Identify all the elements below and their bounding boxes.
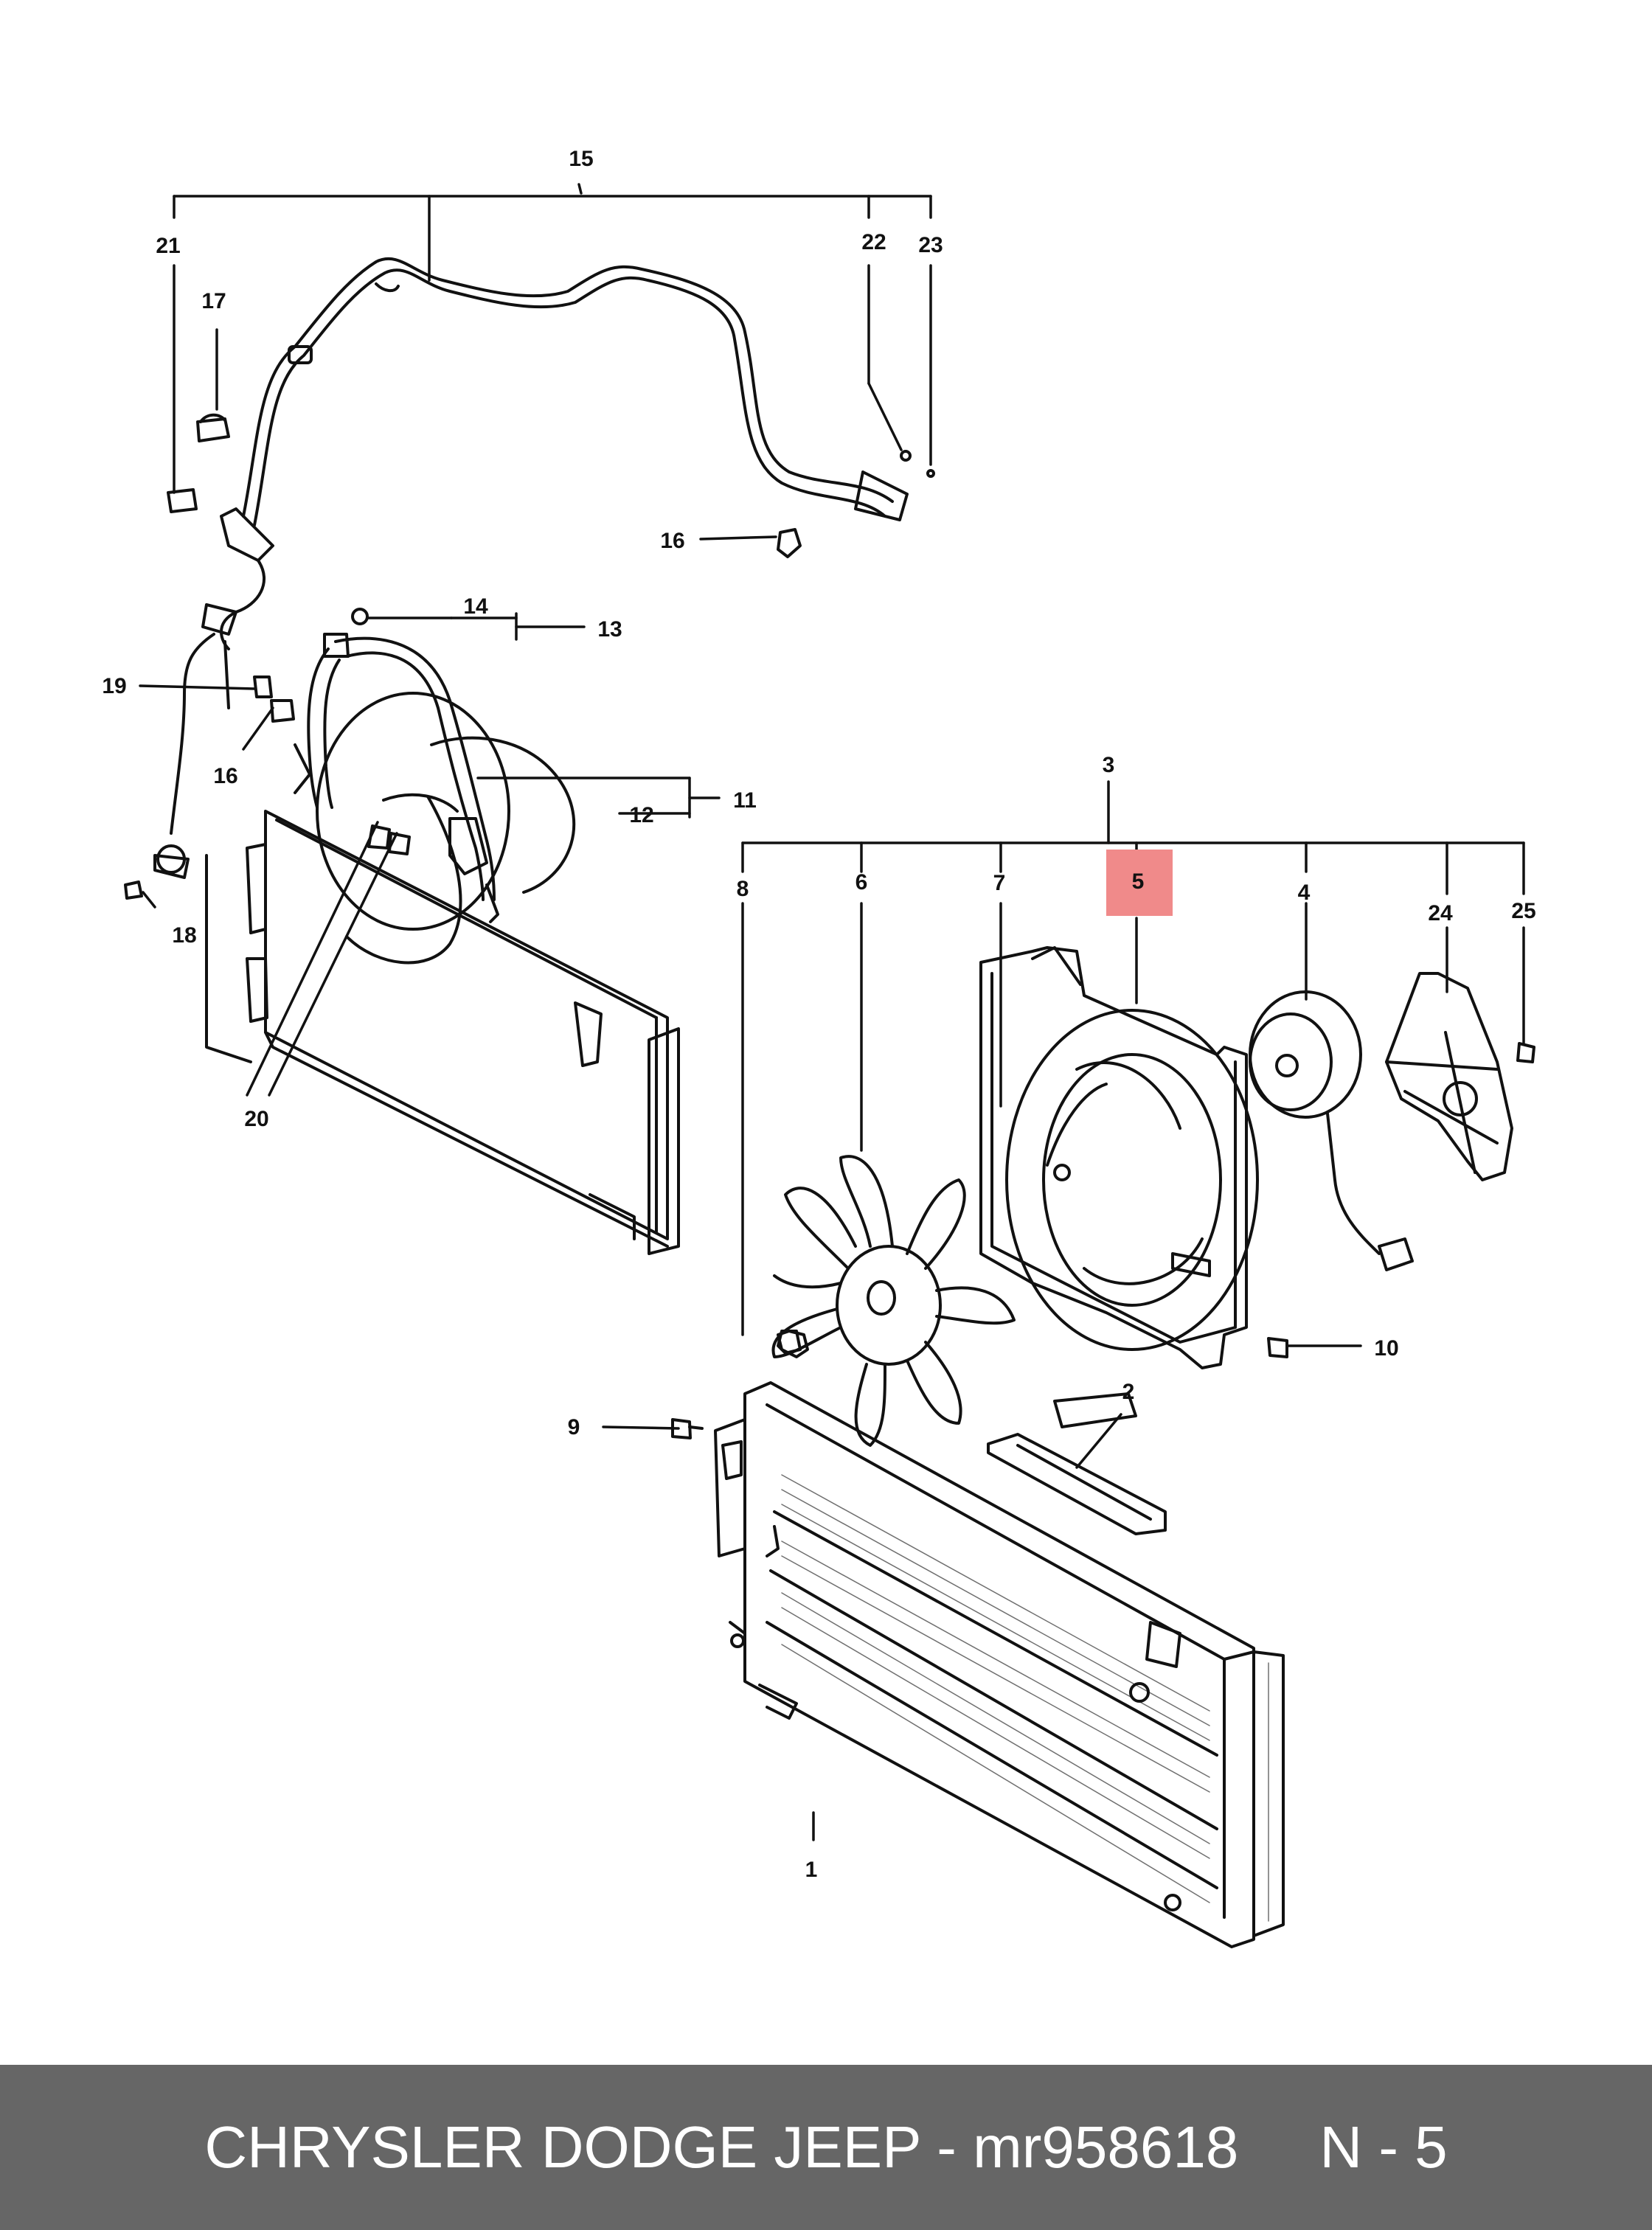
pipe-assembly [153, 257, 909, 879]
callout-4: 4 [1298, 880, 1311, 905]
callout-8: 8 [737, 877, 749, 901]
callout-22: 22 [861, 230, 886, 254]
callout-2: 2 [1122, 1380, 1135, 1404]
callout-14: 14 [463, 594, 488, 619]
callout-24: 24 [1428, 901, 1453, 925]
callout-25: 25 [1511, 899, 1535, 923]
fan-blade [771, 1155, 1016, 1447]
air-deflector [987, 1433, 1167, 1535]
callout-7: 7 [993, 871, 1006, 895]
callout-21: 21 [156, 234, 180, 258]
bolts [671, 1042, 1535, 1439]
callout-12: 12 [629, 803, 653, 827]
fittings [124, 413, 935, 900]
callout-10: 10 [1374, 1336, 1398, 1361]
callout-5: 5 [1132, 869, 1145, 894]
callout-16-top: 16 [660, 529, 684, 553]
callout-19: 19 [102, 674, 126, 698]
motor-bracket [1385, 972, 1513, 1181]
fan-shroud [979, 946, 1259, 1428]
condenser-fins [781, 1474, 1269, 1922]
footer-bar: CHRYSLER DODGE JEEP - mr958618 N - 5 [0, 2065, 1652, 2230]
callout-20: 20 [244, 1107, 268, 1131]
callout-13: 13 [597, 617, 622, 642]
callout-9: 9 [568, 1415, 580, 1439]
callout-11: 11 [733, 788, 757, 813]
callout-23: 23 [918, 233, 943, 257]
part-code: CHRYSLER DODGE JEEP - mr958618 [204, 2114, 1239, 2180]
left-condenser [205, 810, 680, 1255]
callout-18: 18 [172, 923, 196, 948]
callout-6: 6 [856, 870, 868, 895]
callout-15: 15 [569, 147, 593, 171]
callout-leaders [139, 183, 1525, 1841]
callout-16-mid: 16 [213, 764, 237, 788]
main-condenser [714, 1381, 1285, 1948]
compressor-hoses [294, 633, 576, 965]
callout-labels: 15 21 22 23 17 16 14 13 19 16 11 12 18 2… [102, 147, 1535, 1882]
callout-3: 3 [1103, 753, 1115, 777]
page-ref: N - 5 [1319, 2114, 1448, 2180]
fan-motor [1249, 990, 1414, 1271]
parts-diagram: 15 21 22 23 17 16 14 13 19 16 11 12 18 2… [102, 147, 1536, 1948]
highlight-box [1106, 850, 1173, 916]
callout-17: 17 [201, 289, 226, 313]
callout-1: 1 [805, 1858, 818, 1882]
